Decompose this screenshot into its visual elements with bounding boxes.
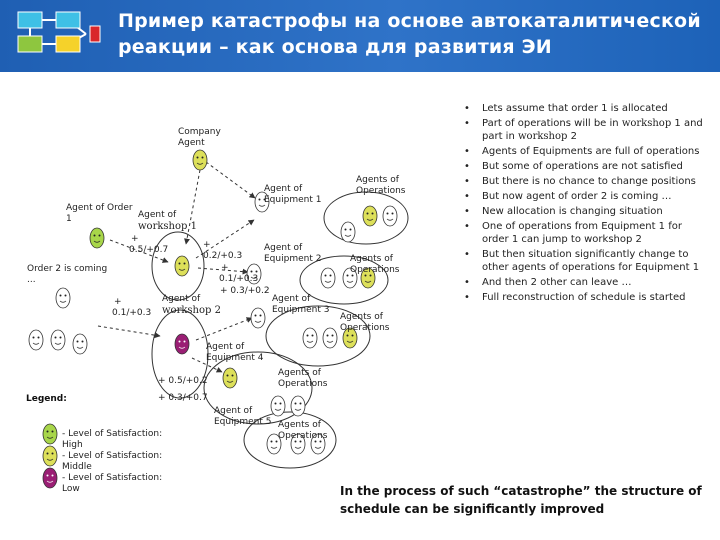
explanation-list: Lets assume that order 1 is allocated Pa… <box>458 102 708 304</box>
legend-low-face <box>42 467 58 489</box>
bullet-item: Lets assume that order 1 is allocated <box>458 102 708 115</box>
legend-middle-face <box>42 445 58 467</box>
value-label-3: +0.1/+0.3 <box>219 263 259 284</box>
bullet-item: But there is no chance to change positio… <box>458 175 708 188</box>
value-label-2: +0.2/+0.3 <box>203 240 243 261</box>
bullet-item: New allocation is changing situation <box>458 205 708 218</box>
equipment5-op-face-3 <box>310 433 326 455</box>
equipment5-op-face-1 <box>266 433 282 455</box>
bullet-item: And then 2 other can leave … <box>458 276 708 289</box>
legend-high-face <box>42 423 58 445</box>
workshop2-agent-face <box>174 333 190 355</box>
workshop1-agent-face <box>174 255 190 277</box>
company-agent-face <box>192 149 208 171</box>
title-line-1: Пример катастрофы на основе автокаталити… <box>118 10 701 32</box>
equipment2-group-ellipse <box>299 255 389 305</box>
conclusion-text: In the process of such “catastrophe” the… <box>340 484 702 516</box>
equipment2-op-face-3 <box>360 267 376 289</box>
bullet-item: Part of operations will be in workshop 1… <box>458 117 708 143</box>
legend-item-middle: - Level of Satisfaction:Middle <box>62 451 163 472</box>
order2-agent-face-2 <box>28 329 44 351</box>
page-title: Пример катастрофы на основе автокаталити… <box>118 8 718 60</box>
bullet-item: One of operations from Equipment 1 for o… <box>458 220 708 246</box>
equipment5-op-face-2 <box>290 433 306 455</box>
value-label-7: + 0.3/+0.7 <box>158 393 208 403</box>
equipment5-group-ellipse <box>243 411 337 469</box>
workshop2-ellipse <box>151 309 209 399</box>
equipment4-op-face-2 <box>290 395 306 417</box>
equipment2-op-face-1 <box>320 267 336 289</box>
equipment2-agent-face <box>246 263 262 285</box>
company-to-equipment1-arrow <box>205 161 256 199</box>
bullet-item: Agents of Equipments are full of operati… <box>458 145 708 158</box>
equipment4-op-face-1 <box>270 395 286 417</box>
legend-title: Legend: <box>26 394 67 404</box>
equipment3-agent-face <box>250 307 266 329</box>
equipment3-op-face-2 <box>322 327 338 349</box>
equipment4-group-ellipse <box>203 351 313 425</box>
legend-item-low: - Level of Satisfaction:Low <box>62 473 163 494</box>
equipment1-agent-face <box>254 191 270 213</box>
order2-agent-face-1 <box>55 287 71 309</box>
order2-coming-label: Order 2 is coming... <box>27 264 108 285</box>
equipment4-agent-face <box>222 367 238 389</box>
order2-to-workshop2-arrow <box>97 325 161 339</box>
network-logo-icon <box>17 11 101 53</box>
equipment3-op-face-1 <box>302 327 318 349</box>
order1-to-workshop1-arrow <box>109 239 169 263</box>
bullet-item: But some of operations are not satisfied <box>458 160 708 173</box>
equipment1-op-face-2 <box>362 205 378 227</box>
legend-item-high: - Level of Satisfaction:High <box>62 429 163 450</box>
title-banner: Пример катастрофы на основе автокаталити… <box>0 0 720 72</box>
bullet-item: But then situation significantly change … <box>458 248 708 274</box>
workshop2-to-equipment3-arrow <box>195 317 253 341</box>
title-line-2: реакции – как основа для развития ЭИ <box>118 36 552 58</box>
order2-agent-face-4 <box>72 333 88 355</box>
equipment3-op-face-3 <box>342 327 358 349</box>
value-label-5: +0.1/+0.3 <box>112 297 152 318</box>
order1-agent-face <box>89 227 105 249</box>
workshop1-ellipse <box>151 231 205 301</box>
value-label-6: + 0.5/+0.2 <box>158 376 208 386</box>
workshop1-to-equipment2-arrow <box>197 267 249 275</box>
company-to-workshop1-arrow <box>184 169 201 245</box>
order2-agent-face-3 <box>50 329 66 351</box>
value-label-4: + 0.3/+0.2 <box>220 286 270 296</box>
bullet-item: But now agent of order 2 is coming … <box>458 190 708 203</box>
equipment1-op-face-3 <box>382 205 398 227</box>
equipment1-op-face-1 <box>340 221 356 243</box>
equipment1-group-ellipse <box>323 191 409 245</box>
equipment3-group-ellipse <box>265 305 371 367</box>
bullet-item: Full reconstruction of schedule is start… <box>458 291 708 304</box>
catastrophe-diagram <box>28 149 409 489</box>
value-label-1: +0.5/+0.7 <box>129 234 169 255</box>
equipment2-op-face-2 <box>342 267 358 289</box>
